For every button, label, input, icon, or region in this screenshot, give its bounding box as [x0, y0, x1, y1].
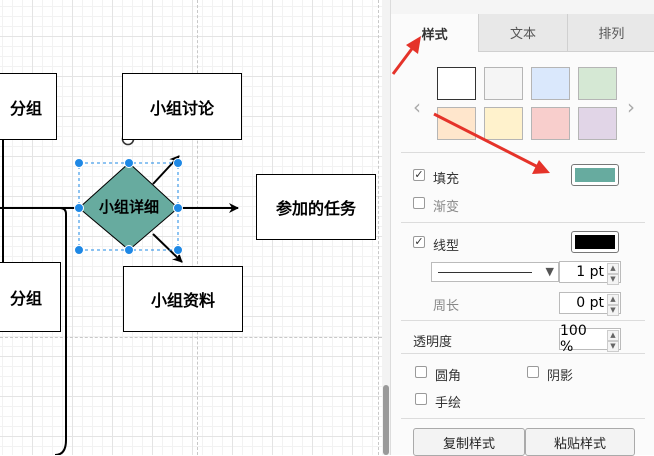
panel-top-strip [391, 0, 654, 14]
fill-checkbox[interactable]: ✓ [413, 168, 425, 181]
button-label: 复制样式 [442, 436, 495, 452]
gradient-label: 渐变 [433, 200, 460, 215]
connector-layer [0, 131, 239, 455]
line-pattern-preview [438, 272, 532, 273]
page-break-guide [197, 0, 198, 455]
scrollbar-thumb[interactable] [383, 385, 389, 455]
style-swatch[interactable] [484, 67, 523, 100]
style-swatches [437, 67, 623, 140]
node-label: 分组 [9, 98, 42, 118]
caret-down-icon: ▼ [545, 265, 554, 278]
vertical-scrollbar[interactable] [382, 0, 390, 455]
sketch-checkbox[interactable] [415, 393, 427, 405]
style-swatch[interactable] [578, 67, 617, 100]
style-swatch[interactable] [531, 107, 570, 140]
rounded-checkbox[interactable] [415, 366, 427, 378]
divider [401, 320, 645, 321]
node-group-discussion[interactable]: 小组讨论 [122, 73, 242, 140]
copy-style-button[interactable]: 复制样式 [413, 428, 525, 456]
divider [401, 152, 645, 153]
node-label: 小组资料 [150, 291, 215, 310]
line-label: 线型 [433, 239, 460, 254]
shadow-label: 阴影 [547, 369, 574, 384]
line-pattern-select[interactable]: ▼ [431, 262, 559, 282]
tab-text[interactable]: 文本 [478, 14, 567, 52]
gradient-checkbox[interactable] [413, 197, 425, 209]
chevron-right-icon[interactable]: › [627, 95, 635, 119]
node-group-top[interactable]: 分组 [0, 73, 57, 140]
node-group-material[interactable]: 小组资料 [123, 266, 243, 332]
node-group-bottom[interactable]: 分组 [0, 262, 61, 332]
tab-label: 排列 [598, 27, 625, 42]
fill-color-chip [575, 168, 615, 182]
diamond-label: 小组详细 [98, 198, 159, 216]
perimeter-value: 0 pt [576, 295, 604, 311]
line-width-value: 1 pt [576, 264, 604, 280]
opacity-label: 透明度 [413, 335, 453, 350]
tab-label: 样式 [421, 27, 448, 43]
tab-label: 文本 [509, 27, 536, 42]
connector-edge [0, 207, 67, 455]
resize-handles [74, 158, 183, 255]
line-checkbox[interactable]: ✓ [413, 235, 425, 248]
connector-edge [152, 233, 183, 263]
page-break-guide [0, 337, 382, 338]
spinner[interactable]: ▲▼ [607, 263, 619, 285]
format-panel: 样式 文本 排列 ‹ › ✓ 填充 渐变 ✓ 线型 ▼ 1 pt ▲▼ 周长 0… [390, 0, 654, 456]
button-label: 粘贴样式 [553, 436, 606, 452]
rounded-label: 圆角 [435, 369, 462, 384]
perimeter-input[interactable]: 0 pt ▲▼ [559, 292, 621, 316]
node-label: 小组讨论 [149, 98, 214, 118]
style-swatch[interactable] [578, 107, 617, 140]
spinner[interactable]: ▲▼ [607, 294, 619, 316]
opacity-value: 100 % [560, 323, 587, 355]
fill-color-button[interactable] [571, 164, 619, 186]
sketch-label: 手绘 [435, 396, 462, 411]
spinner[interactable]: ▲▼ [607, 330, 619, 352]
opacity-input[interactable]: 100 % ▲▼ [559, 323, 621, 355]
line-color-chip [575, 235, 615, 249]
style-swatch[interactable] [437, 107, 476, 140]
node-tasks[interactable]: 参加的任务 [256, 174, 376, 240]
style-swatch[interactable] [484, 107, 523, 140]
style-swatch[interactable] [531, 67, 570, 100]
divider [401, 222, 645, 223]
divider [401, 353, 645, 354]
fill-label: 填充 [433, 172, 460, 187]
format-tabs: 样式 文本 排列 [391, 14, 654, 52]
tab-style[interactable]: 样式 [391, 14, 479, 52]
chevron-left-icon[interactable]: ‹ [413, 95, 421, 119]
paste-style-button[interactable]: 粘贴样式 [525, 428, 635, 456]
node-label: 分组 [9, 289, 42, 308]
line-color-button[interactable] [571, 231, 619, 253]
line-width-input[interactable]: 1 pt ▲▼ [559, 261, 621, 285]
diagram-canvas[interactable]: 分组 分组 小组讨论 参加的任务 小组资料 小组详细 [0, 0, 382, 455]
page-break-guide [378, 0, 379, 455]
style-swatch[interactable] [437, 67, 476, 100]
node-label: 参加的任务 [275, 199, 356, 218]
tab-arrange[interactable]: 排列 [566, 14, 654, 52]
divider [401, 418, 645, 419]
perimeter-label: 周长 [433, 299, 460, 314]
shadow-checkbox[interactable] [527, 366, 539, 378]
